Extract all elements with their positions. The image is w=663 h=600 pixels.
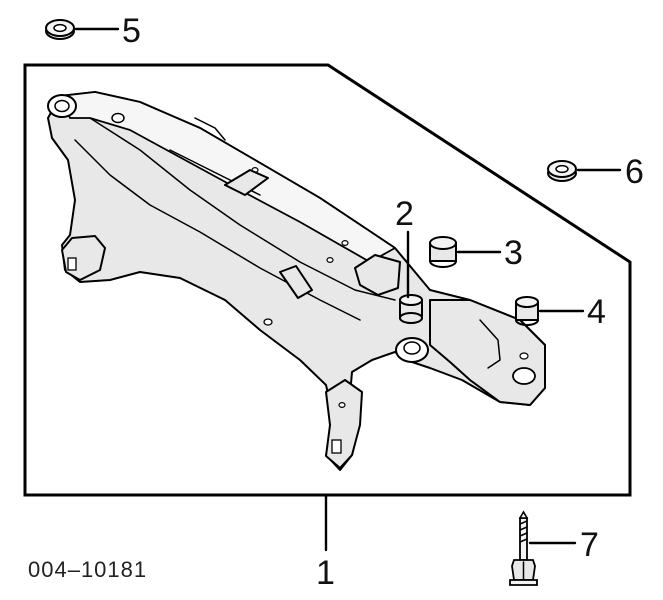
callout-4: 4 — [587, 293, 606, 331]
bushing-3-icon — [429, 236, 457, 268]
bushing-2-icon — [399, 294, 423, 324]
assembly-frame — [23, 63, 632, 497]
crossmember-icon — [47, 91, 546, 471]
bolt-7-icon — [509, 510, 538, 586]
callout-6: 6 — [625, 153, 644, 191]
callout-2: 2 — [395, 195, 414, 233]
callout-5: 5 — [122, 12, 141, 50]
bushing-4-icon — [515, 296, 539, 326]
callout-1: 1 — [316, 554, 335, 592]
washer-5-icon — [45, 19, 75, 40]
callout-3: 3 — [504, 234, 523, 272]
figure-code: 004–10181 — [28, 557, 147, 582]
callout-7: 7 — [580, 526, 599, 564]
washer-6-icon — [547, 160, 577, 182]
